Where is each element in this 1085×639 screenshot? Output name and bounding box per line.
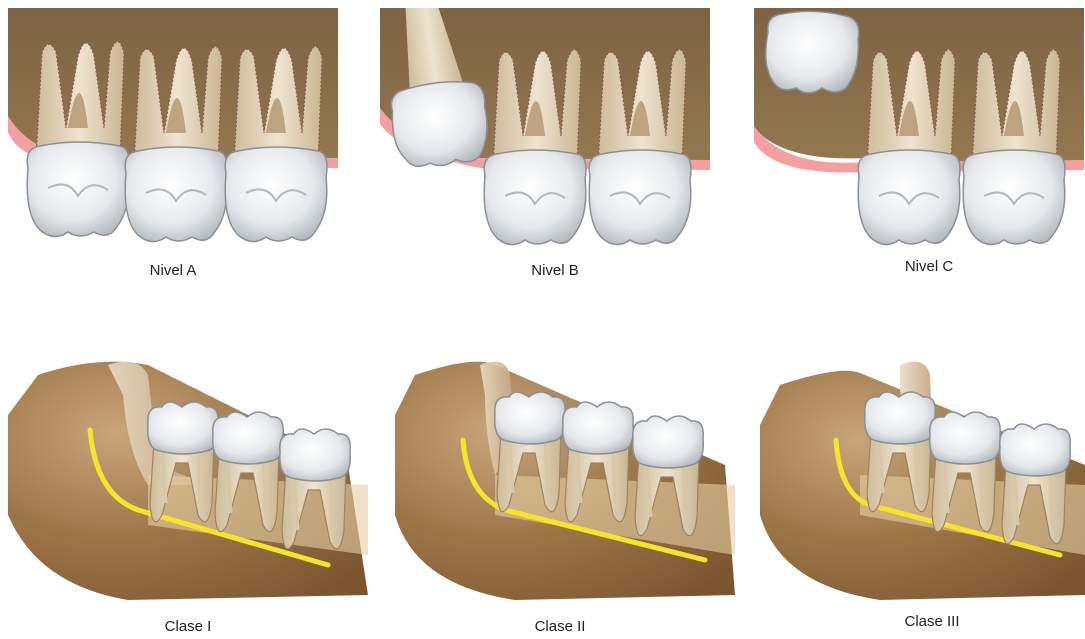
caption-clase-i: Clase I: [88, 618, 288, 635]
caption-clase-ii: Clase II: [460, 618, 660, 635]
first-molar: [225, 47, 327, 242]
mandibular-panel-clase-iii: [760, 355, 1085, 605]
clase-i-illustration: [8, 355, 368, 605]
caption-nivel-a: Nivel A: [73, 262, 273, 279]
nivel-a-illustration: [8, 8, 338, 253]
caption-nivel-b: Nivel B: [455, 262, 655, 279]
maxilar-panel-nivel-b: [380, 8, 710, 253]
mandibular-panel-clase-ii: [395, 355, 735, 605]
maxilar-panel-nivel-a: [8, 8, 338, 253]
first-molar: [589, 50, 691, 245]
maxilar-panel-nivel-c: [754, 8, 1084, 253]
nivel-b-illustration: [380, 8, 710, 253]
clase-ii-illustration: [395, 355, 735, 605]
mandibular-panel-clase-i: [8, 355, 368, 605]
first-molar: [963, 50, 1065, 245]
caption-clase-iii: Clase III: [832, 613, 1032, 630]
nivel-c-illustration: [754, 8, 1084, 253]
third-molar: [27, 42, 129, 237]
clase-iii-illustration: [760, 355, 1085, 605]
second-molar: [858, 50, 960, 245]
caption-nivel-c: Nivel C: [829, 258, 1029, 275]
third-molar: [766, 11, 859, 93]
second-molar: [484, 50, 586, 245]
second-molar: [125, 47, 227, 242]
